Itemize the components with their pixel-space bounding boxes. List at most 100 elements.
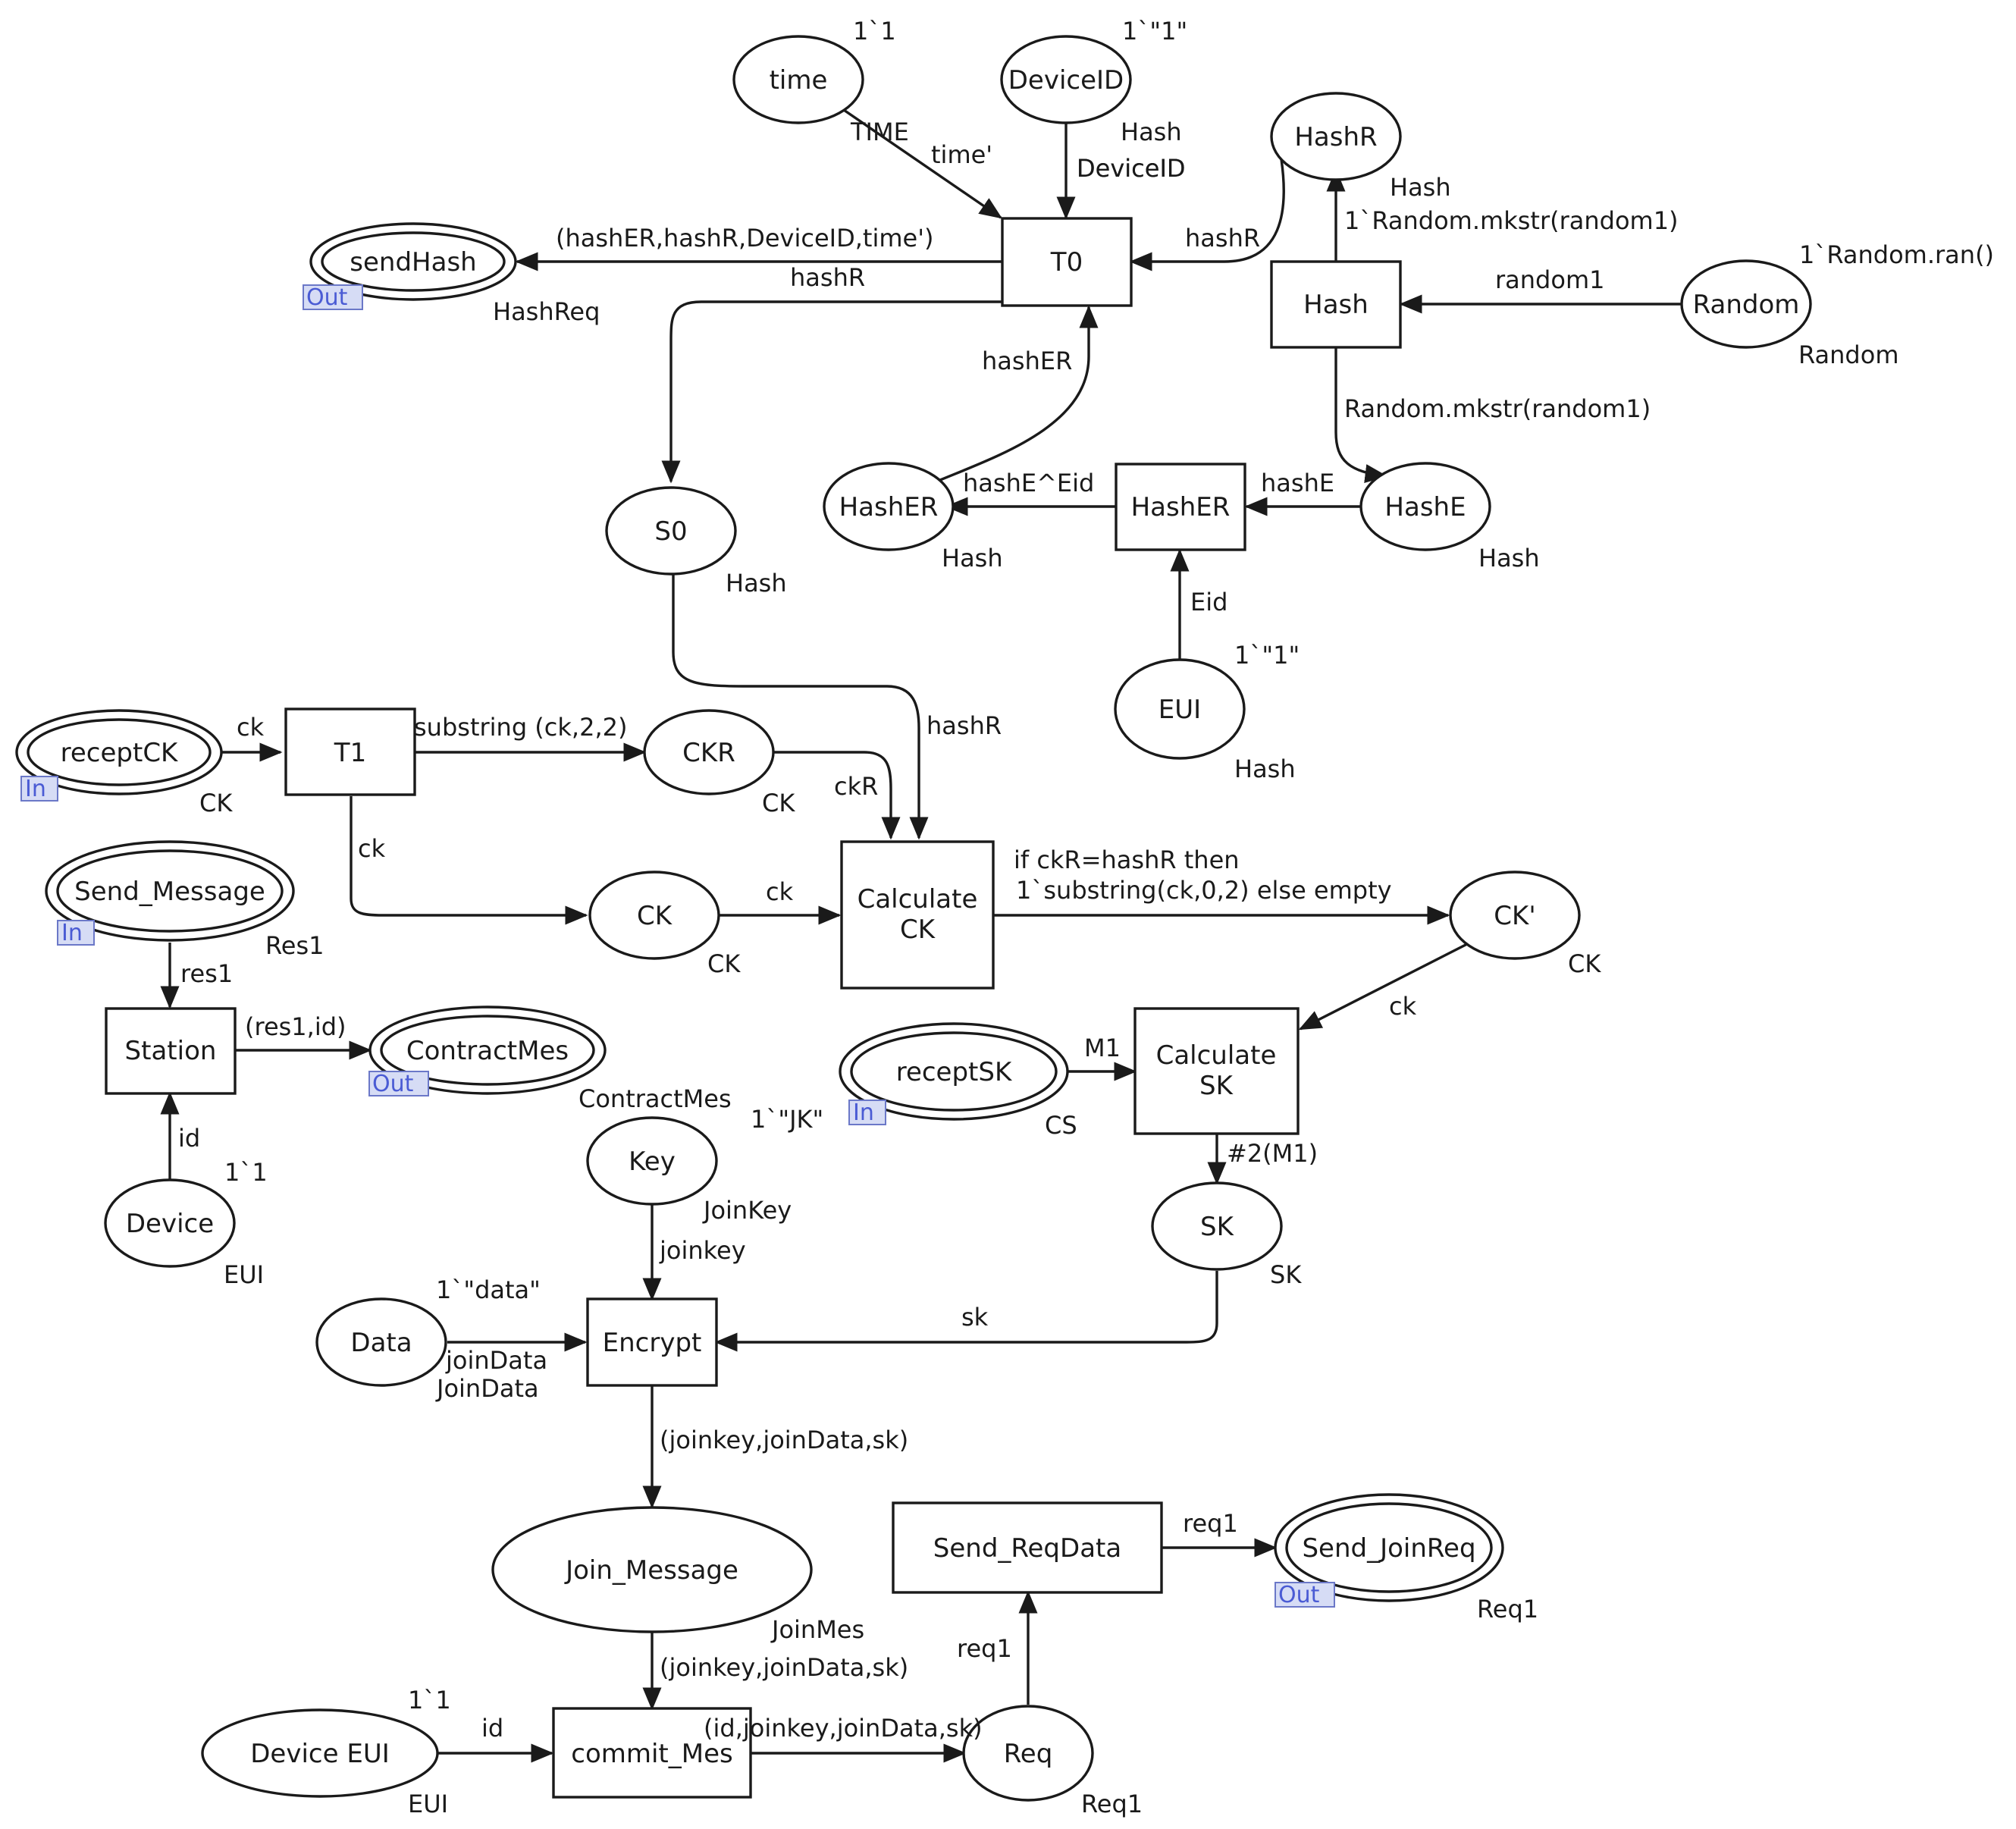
place-contractmes-label: ContractMes — [406, 1036, 569, 1066]
place-deviceid-label: DeviceID — [1008, 65, 1124, 96]
transition-t1 — [284, 707, 416, 796]
inscription-device-station: id — [178, 1124, 200, 1153]
place-sendhash — [321, 231, 506, 292]
place-hashe — [1359, 462, 1491, 551]
place-ckprime-label: CK' — [1494, 901, 1535, 931]
inscription-s0-calc: hashR — [926, 711, 1002, 740]
arc-ckprime-calcsk — [1298, 943, 1468, 1031]
transition-t0 — [1001, 217, 1133, 307]
arcs — [160, 107, 1682, 1763]
inscription-hasher-out: hashE^Eid — [963, 469, 1094, 497]
place-receptck-label: receptCK — [61, 738, 179, 768]
inscription-t1-ckr: substring (ck,2,2) — [414, 713, 627, 742]
type-sendmessage: Res1 — [265, 931, 325, 960]
inscription-eui-hasher: Eid — [1190, 588, 1227, 616]
place-annotations: 1`1 TIME 1`"1" Hash DeviceID Hash 1`Rand… — [199, 17, 1994, 1818]
place-sendjoinreq-label: Send_JoinReq — [1302, 1533, 1475, 1564]
place-req-label: Req — [1004, 1739, 1053, 1769]
inscription-send-joinreq: req1 — [1183, 1509, 1238, 1538]
place-req — [962, 1705, 1094, 1802]
transition-hash-label: Hash — [1303, 290, 1369, 320]
port-tags: Out In In Out In Out — [20, 284, 1335, 1608]
port-tag-receptck-label: In — [25, 776, 46, 802]
place-ckr-label: CKR — [682, 738, 735, 768]
inscription-calc-ckprime-line2: 1`substring(ck,0,2) else empty — [1016, 876, 1392, 905]
inscription-deviceeui-commit: id — [481, 1714, 503, 1743]
place-time-label: time — [770, 65, 828, 96]
inscription-join-commit: (joinkey,joinData,sk) — [660, 1653, 908, 1682]
inscription-calcsk-sk: #2(M1) — [1227, 1139, 1318, 1168]
inscription-receptsk-calcsk: M1 — [1084, 1034, 1121, 1062]
place-ckprime — [1449, 871, 1581, 960]
arc-hasher-t0 — [939, 305, 1099, 482]
inscription-encrypt-join: (joinkey,joinData,sk) — [660, 1426, 908, 1454]
place-device — [104, 1178, 236, 1268]
port-tag-sendjoinreq-label: Out — [1278, 1582, 1320, 1608]
type-key: JoinKey — [702, 1196, 792, 1225]
transition-hasher — [1115, 463, 1246, 551]
transition-calculate-ck — [840, 840, 995, 990]
place-sk-label: SK — [1200, 1212, 1235, 1242]
inscription-hash-hashe: Random.mkstr(random1) — [1344, 394, 1651, 423]
place-hashe-label: HashE — [1384, 492, 1466, 522]
port-tag-sendjoinreq — [1275, 1582, 1335, 1608]
port-tag-sendhash — [303, 284, 363, 310]
transition-station — [105, 1007, 237, 1095]
transitions: T0 Hash HashER T1 Calculate CK Station C… — [105, 217, 1402, 1799]
inscription-hashr-t0: hashR — [1185, 224, 1260, 253]
place-hashr — [1270, 92, 1402, 181]
marking-deviceid: 1`"1" — [1122, 17, 1187, 45]
place-device-label: Device — [126, 1209, 214, 1239]
port-tag-receptsk-label: In — [853, 1100, 874, 1126]
type-random: Random — [1798, 340, 1898, 369]
transition-calculate-sk-line1: Calculate — [1156, 1040, 1277, 1071]
type-receptsk: CS — [1045, 1111, 1077, 1140]
inscription-t1-ck: ck — [358, 834, 386, 863]
inscription-t0-s0: hashR — [790, 263, 865, 292]
type-deviceid-line1: Hash — [1121, 118, 1182, 146]
inscription-ck-calc: ck — [766, 877, 794, 906]
port-tag-contractmes — [368, 1071, 429, 1096]
arc-inscriptions: time' DeviceID hashR (hashER,hashR,Devic… — [178, 140, 1651, 1743]
transition-hash — [1270, 260, 1402, 349]
place-key-label: Key — [629, 1147, 676, 1177]
transition-calculate-sk-line2: SK — [1199, 1071, 1234, 1101]
transition-calculate-ck-line2: CK — [900, 914, 936, 945]
type-s0: Hash — [726, 569, 787, 598]
port-tag-contractmes-label: Out — [372, 1071, 414, 1097]
type-device: EUI — [224, 1260, 264, 1289]
places: time DeviceID HashR sendHash Random S0 H… — [15, 35, 1812, 1802]
place-hasher-label: HashER — [839, 492, 939, 522]
transition-commit-mes — [552, 1707, 752, 1799]
transition-calculate-sk — [1133, 1007, 1300, 1135]
place-contractmes — [380, 1015, 595, 1086]
arc-sk-encrypt — [714, 1271, 1218, 1352]
place-data-label: Data — [350, 1328, 412, 1358]
type-contractmes: ContractMes — [578, 1084, 732, 1113]
inscription-deviceid-t0: DeviceID — [1077, 154, 1186, 183]
inscription-station-contract: (res1,id) — [245, 1012, 346, 1041]
place-eui-label: EUI — [1158, 695, 1201, 725]
type-sk: SK — [1270, 1260, 1302, 1289]
type-ckprime: CK — [1568, 949, 1601, 978]
type-sendhash: HashReq — [493, 297, 600, 326]
arc-hashr-t0 — [1129, 158, 1285, 271]
arc-s0-calcck — [672, 565, 929, 840]
port-tag-sendhash-label: Out — [306, 284, 348, 311]
transition-encrypt — [586, 1297, 718, 1387]
place-random-label: Random — [1693, 290, 1800, 320]
place-s0-label: S0 — [654, 516, 687, 547]
inscription-time-t0: time' — [931, 140, 992, 169]
type-time: TIME — [850, 118, 909, 146]
inscription-key-encrypt: joinkey — [659, 1236, 746, 1265]
type-ckr: CK — [762, 789, 795, 817]
type-joinmessage: JoinMes — [770, 1615, 864, 1644]
marking-hashr: 1`Random.mkstr(random1) — [1344, 206, 1679, 235]
marking-random: 1`Random.ran() — [1799, 240, 1994, 269]
type-ck: CK — [707, 949, 741, 978]
type-hashe: Hash — [1478, 544, 1540, 573]
type-data: JoinData — [435, 1374, 539, 1403]
arc-t1-ck — [350, 796, 588, 925]
inscription-hashe-hasher: hashE — [1261, 469, 1334, 497]
marking-deviceeui: 1`1 — [408, 1686, 451, 1714]
